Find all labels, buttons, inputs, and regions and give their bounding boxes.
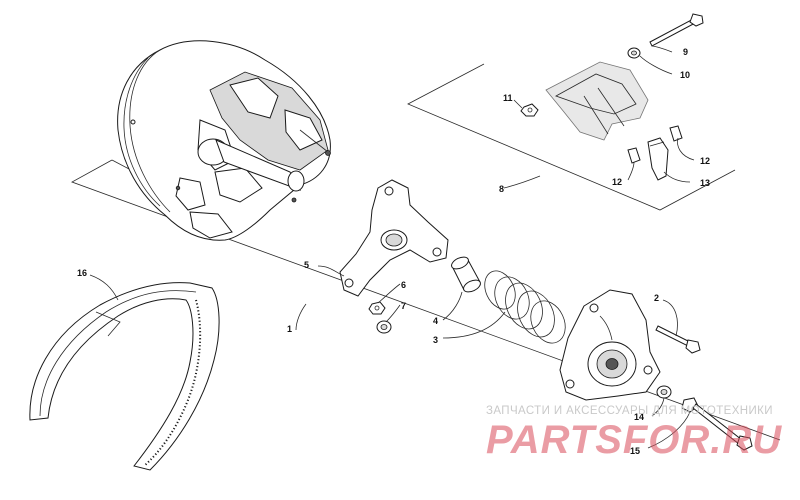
callout-6: 6 bbox=[401, 280, 406, 290]
leader-lines bbox=[89, 45, 695, 449]
callout-labels: 1 2 3 4 5 6 7 8 9 10 11 12 12 13 14 15 1… bbox=[77, 47, 710, 456]
pad-part-12-upper bbox=[669, 125, 683, 142]
callout-8: 8 bbox=[499, 184, 504, 194]
callout-12-upper: 12 bbox=[700, 156, 710, 166]
washer-part-10 bbox=[627, 47, 641, 59]
assembly-8-bracket bbox=[407, 63, 736, 211]
callout-13: 13 bbox=[700, 178, 710, 188]
spider-part-5 bbox=[339, 179, 449, 297]
watermark-tagline: ЗАПЧАСТИ И АКСЕССУАРЫ ДЛЯ МОТОТЕХНИКИ bbox=[486, 405, 773, 417]
spring-part-3 bbox=[484, 270, 566, 344]
pad-part-12-lower bbox=[627, 147, 641, 164]
bolt-part-15 bbox=[681, 397, 753, 451]
callout-2: 2 bbox=[654, 293, 659, 303]
nut-part-11 bbox=[520, 103, 539, 117]
nut-part-6 bbox=[368, 301, 386, 315]
callout-9: 9 bbox=[683, 47, 688, 57]
callout-15: 15 bbox=[630, 446, 640, 456]
callout-1: 1 bbox=[287, 324, 292, 334]
bolt-part-2 bbox=[655, 325, 701, 354]
washer-part-7 bbox=[376, 320, 392, 334]
callout-7: 7 bbox=[401, 301, 406, 311]
callout-4: 4 bbox=[433, 316, 438, 326]
clutch-housing bbox=[117, 40, 331, 241]
bracket-part-8 bbox=[545, 61, 649, 141]
callout-3: 3 bbox=[433, 335, 438, 345]
cover-plate bbox=[559, 289, 661, 401]
callout-16: 16 bbox=[77, 268, 87, 278]
callout-12-lower: 12 bbox=[612, 177, 622, 187]
bushing-part-4 bbox=[451, 256, 481, 293]
drive-belt-part-16 bbox=[29, 282, 220, 471]
washer-part-14 bbox=[656, 385, 672, 399]
callout-14: 14 bbox=[634, 412, 644, 422]
watermark-brand-logo: PARTSFOR.RU bbox=[486, 418, 783, 462]
bolt-part-9 bbox=[649, 13, 704, 47]
callout-10: 10 bbox=[680, 70, 690, 80]
callout-5: 5 bbox=[304, 260, 309, 270]
callout-11: 11 bbox=[503, 93, 513, 103]
slider-part-13 bbox=[647, 137, 669, 181]
